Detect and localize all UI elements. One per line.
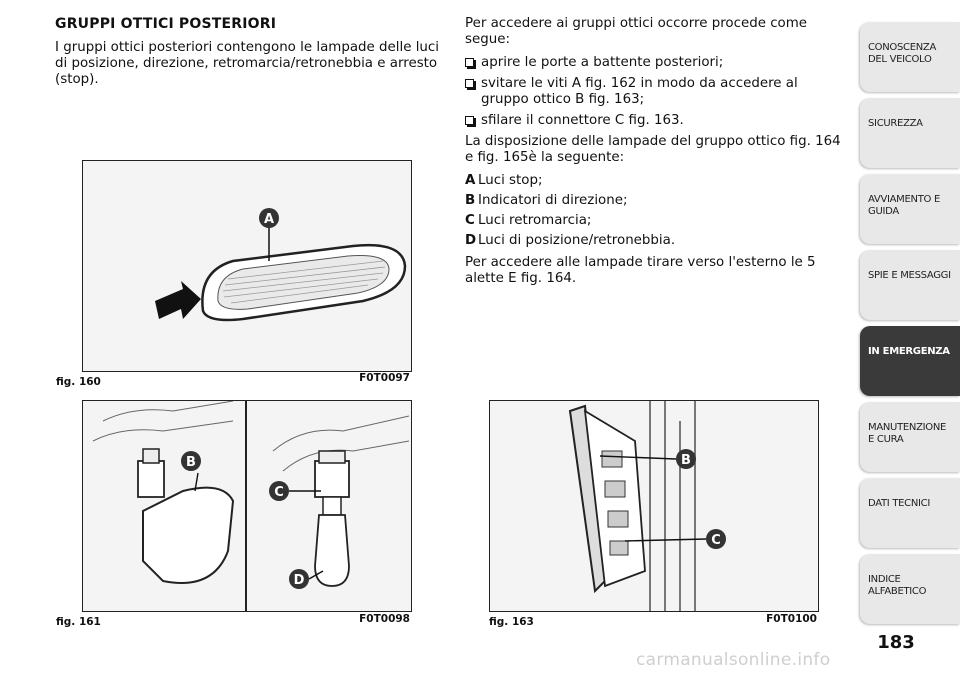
procedure-intro: Per accedere ai gruppi ottici occorre pr… xyxy=(465,16,808,47)
watermark: carmanualsonline.info xyxy=(636,650,831,670)
page-number: 183 xyxy=(877,632,915,653)
tab-indice-alfabetico[interactable]: INDICE ALFABETICO xyxy=(860,554,960,624)
callout-b-label: B xyxy=(681,453,691,468)
section-title: GRUPPI OTTICI POSTERIORI xyxy=(55,16,277,32)
callout-a-label: A xyxy=(264,212,274,227)
figure-160: A xyxy=(82,160,412,372)
checkbox-bullet-icon xyxy=(465,58,474,67)
callout-d-label: D xyxy=(294,573,305,588)
fig160-label: fig. 160 xyxy=(56,376,101,388)
checkbox-bullet-icon xyxy=(465,79,474,88)
fig161-label: fig. 161 xyxy=(56,616,101,628)
callout-c-label: C xyxy=(711,533,721,548)
tab-dati-tecnici[interactable]: DATI TECNICI xyxy=(860,478,960,548)
chapter-tabs: CONOSCENZA DEL VEICOLO SICUREZZA AVVIAME… xyxy=(860,22,960,630)
side-marker-lamp-illustration: A xyxy=(83,161,411,371)
tab-in-emergenza[interactable]: IN EMERGENZA xyxy=(860,326,960,396)
step-item: aprire le porte a battente posteriori; xyxy=(465,55,845,71)
tab-spie-e-messaggi[interactable]: SPIE E MESSAGGI xyxy=(860,250,960,320)
closing-paragraph: Per accedere alle lampade tirare verso l… xyxy=(465,255,816,286)
right-column: Per accedere ai gruppi ottici occorre pr… xyxy=(465,16,845,294)
rear-light-cluster-illustration: B C xyxy=(490,401,818,611)
callout-d-marker xyxy=(289,569,309,589)
tab-avviamento-e-guida[interactable]: AVVIAMENTO E GUIDA xyxy=(860,174,960,244)
callout-a-marker xyxy=(259,208,279,228)
checkbox-bullet-icon xyxy=(465,116,474,125)
callout-c-marker xyxy=(269,481,289,501)
callout-c-marker xyxy=(706,529,726,549)
layout-intro: La disposizione delle lampade del gruppo… xyxy=(465,134,841,165)
lamp-holder-bulbs-illustration: B C D xyxy=(83,401,411,611)
tab-manutenzione-e-cura[interactable]: MANUTENZIONE E CURA xyxy=(860,402,960,472)
tab-conoscenza-del-veicolo[interactable]: CONOSCENZA DEL VEICOLO xyxy=(860,22,960,92)
fig163-label: fig. 163 xyxy=(489,616,534,628)
callout-b-label: B xyxy=(186,455,196,470)
intro-paragraph: I gruppi ottici posteriori contengono le… xyxy=(55,40,439,87)
tab-sicurezza[interactable]: SICUREZZA xyxy=(860,98,960,168)
figure-163: B C xyxy=(489,400,819,612)
step-item: svitare le viti A fig. 162 in modo da ac… xyxy=(465,76,845,108)
fig161-code: F0T0098 xyxy=(359,613,410,625)
figure-161: B C D xyxy=(82,400,412,612)
callout-b-marker xyxy=(181,451,201,471)
callout-c-label: C xyxy=(274,485,284,500)
fig163-code: F0T0100 xyxy=(766,613,817,625)
callout-b-marker xyxy=(676,449,696,469)
left-column: GRUPPI OTTICI POSTERIORI I gruppi ottici… xyxy=(55,16,440,95)
fig160-code: F0T0097 xyxy=(359,372,410,384)
step-item: sfilare il connettore C fig. 163. xyxy=(465,113,845,129)
